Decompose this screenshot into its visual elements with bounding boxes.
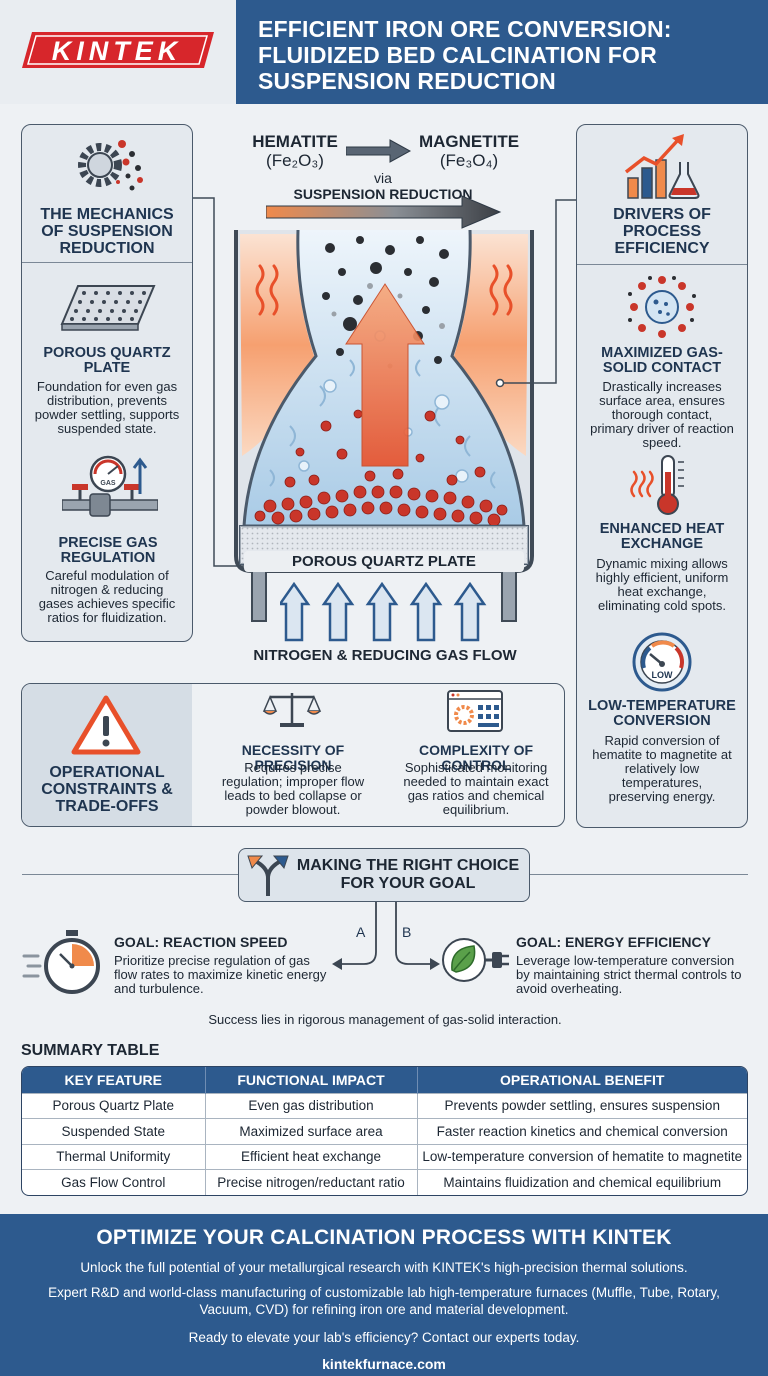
split-arrow-icon (247, 855, 289, 896)
via-label: via (374, 170, 392, 186)
warning-icon (71, 695, 141, 755)
porous-plate-text: Foundation for even gas distribution, pr… (34, 379, 180, 436)
hematite-label: HEMATITE (Fe₂O₃) (242, 132, 348, 170)
precision-text: Requires precise regulation; improper fl… (221, 760, 365, 817)
drivers-title: DRIVERS OF PROCESS EFFICIENCY (613, 206, 711, 257)
goal-b-text: Leverage low-temperature conversion by m… (516, 953, 742, 996)
table-header: OPERATIONAL BENEFIT (417, 1067, 747, 1093)
table-cell: Maximized surface area (205, 1118, 418, 1144)
table-cell: Low-temperature conversion of hematite t… (417, 1143, 747, 1170)
low-temp-text: Rapid conversion of hematite to magnetit… (592, 733, 732, 804)
table-cell: Maintains fluidization and chemical equi… (417, 1169, 747, 1195)
magnetite-label: MAGNETITE (Fe₃O₄) (410, 132, 528, 170)
gas-flow-arrows (280, 582, 487, 642)
table-cell: Faster reaction kinetics and chemical co… (417, 1118, 747, 1144)
footer-line-3: Ready to elevate your lab's efficiency? … (188, 1330, 580, 1345)
table-header: KEY FEATURE (22, 1067, 206, 1093)
mechanics-panel (21, 124, 193, 642)
table-header: FUNCTIONAL IMPACT (205, 1067, 418, 1093)
gas-solid-title: MAXIMIZED GAS-SOLID CONTACT (601, 345, 723, 376)
footer-line-1: Unlock the full potential of your metall… (80, 1260, 688, 1275)
gauge-low-label: LOW (652, 670, 673, 680)
divider (577, 264, 747, 265)
magnetite-formula: (Fe₃O₄) (439, 151, 499, 170)
gas-solid-text: Drastically increases surface area, ensu… (590, 379, 734, 450)
table-cell: Even gas distribution (205, 1092, 418, 1119)
gas-regulation-title: PRECISE GAS REGULATION (58, 535, 158, 566)
low-temp-title: LOW-TEMPERATURE CONVERSION (588, 698, 736, 729)
gas-solid-contact-icon (628, 276, 696, 338)
gas-flow-label: NITROGEN & REDUCING GAS FLOW (253, 647, 517, 664)
gas-valve-gauge-icon: GAS (62, 455, 158, 517)
branch-arrows (332, 902, 440, 970)
footer-title: OPTIMIZE YOUR CALCINATION PROCESS WITH K… (96, 1226, 672, 1249)
table-cell: Prevents powder settling, ensures suspen… (417, 1092, 747, 1119)
fluidized-bed-reactor (234, 229, 534, 622)
gear-molecules-icon (78, 140, 143, 191)
choice-title: MAKING THE RIGHT CHOICE FOR YOUR GOAL (296, 857, 520, 892)
table-cell: Suspended State (22, 1118, 206, 1144)
callout-lines (193, 197, 576, 567)
page-title: EFFICIENT IRON ORE CONVERSION: FLUIDIZED… (236, 0, 768, 104)
gas-regulation-text: Careful modulation of nitrogen & reducin… (38, 568, 176, 625)
footer-url-link[interactable]: kintekfurnace.com (322, 1356, 446, 1372)
table-title: SUMMARY TABLE (21, 1042, 160, 1059)
magnetite-name: MAGNETITE (418, 132, 520, 151)
divider (22, 262, 192, 263)
hematite-name: HEMATITE (252, 132, 338, 151)
table-cell: Efficient heat exchange (205, 1143, 418, 1170)
porous-plate-label: POROUS QUARTZ PLATE (244, 551, 524, 572)
stopwatch-icon (22, 930, 100, 994)
control-dashboard-icon (447, 690, 503, 732)
hematite-formula: (Fe₂O₃) (266, 151, 324, 170)
branch-b-label: B (402, 924, 412, 940)
mechanics-title: THE MECHANICS OF SUSPENSION REDUCTION (40, 206, 174, 257)
constraints-title: OPERATIONAL CONSTRAINTS & TRADE-OFFS (41, 764, 173, 815)
table-cell: Precise nitrogen/reductant ratio (205, 1169, 418, 1195)
process-arrow (266, 195, 502, 229)
goal-a-title: GOAL: REACTION SPEED (114, 934, 288, 950)
gauge-gas-label: GAS (100, 480, 116, 487)
low-temperature-gauge-icon: LOW (632, 632, 692, 692)
leaf-plug-icon (442, 938, 509, 982)
heat-exchange-text: Dynamic mixing allows highly efficient, … (595, 556, 729, 613)
branch-a-label: A (356, 924, 366, 940)
balance-scale-icon (262, 693, 322, 727)
footer-cta: OPTIMIZE YOUR CALCINATION PROCESS WITH K… (0, 1214, 768, 1376)
logo-text: KINTEK (52, 36, 183, 66)
conversion-arrow (346, 139, 412, 163)
summary-table: KEY FEATURE FUNCTIONAL IMPACT OPERATIONA… (21, 1066, 748, 1196)
goal-b-title: GOAL: ENERGY EFFICIENCY (516, 934, 711, 950)
table-cell: Gas Flow Control (22, 1169, 206, 1195)
kintek-logo[interactable]: KINTEK (20, 30, 216, 70)
footer-line-2: Expert R&D and world-class manufacturing… (48, 1285, 720, 1317)
complexity-text: Sophisticated monitoring needed to maint… (403, 760, 549, 817)
table-cell: Thermal Uniformity (22, 1143, 206, 1170)
complexity-title: COMPLEXITY OF CONTROL (418, 742, 534, 773)
precision-title: NECESSITY OF PRECISION (241, 742, 345, 773)
porous-plate-title: POROUS QUARTZ PLATE (43, 345, 171, 376)
growth-chart-flask-icon (624, 134, 700, 199)
summary-statement: Success lies in rigorous management of g… (208, 1012, 562, 1027)
porous-plate-icon (60, 285, 156, 331)
goal-a-text: Prioritize precise regulation of gas flo… (114, 953, 327, 996)
table-cell: Porous Quartz Plate (22, 1092, 206, 1119)
heat-exchange-title: ENHANCED HEAT EXCHANGE (599, 521, 725, 552)
thermometer-icon (630, 455, 684, 515)
process-label: SUSPENSION REDUCTION (293, 186, 473, 202)
